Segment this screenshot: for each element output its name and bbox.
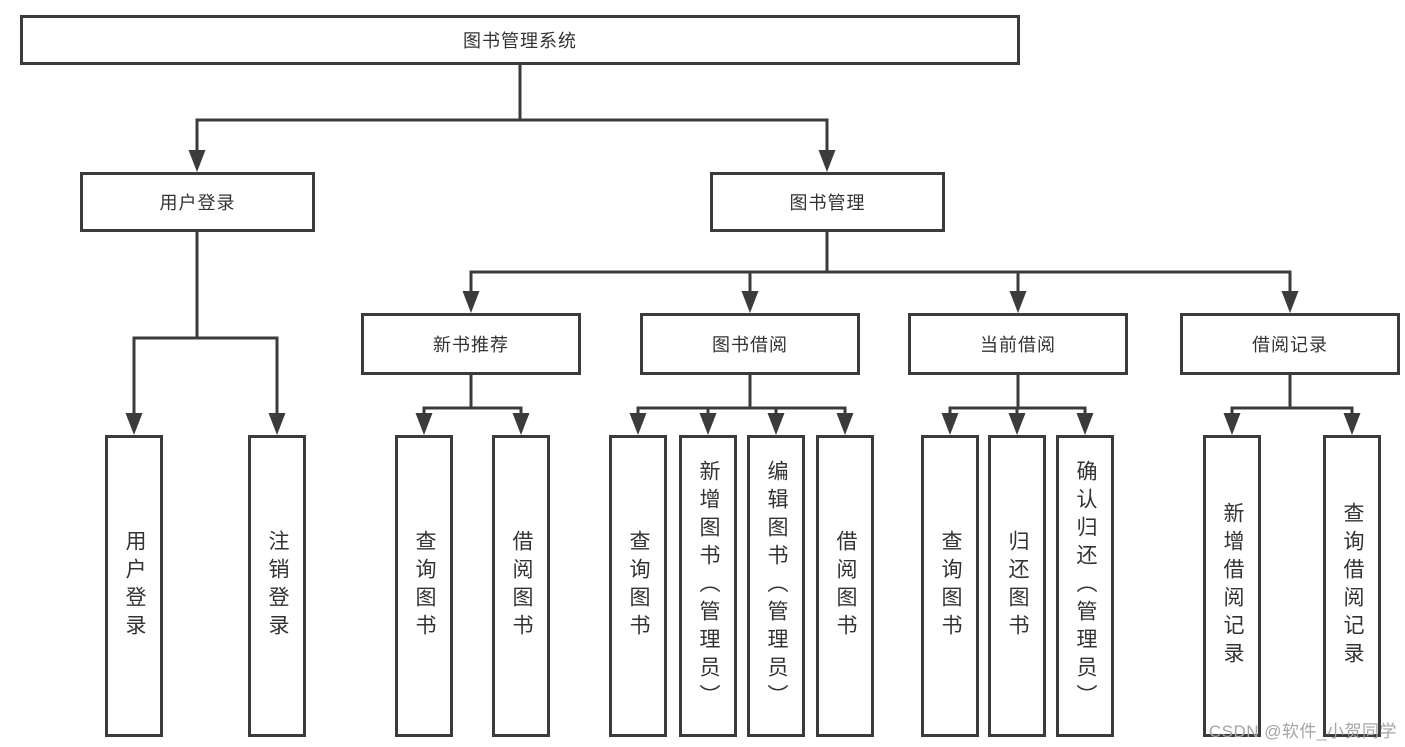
csdn-watermark: CSDN @软件_小贺同学 <box>1208 722 1397 741</box>
node-label: 图书借阅 <box>712 335 788 355</box>
leaf-label: 借阅图书 <box>834 530 857 642</box>
leaf-label: 查询借阅记录 <box>1341 502 1364 670</box>
leaf-user-login: 用户登录 <box>105 435 163 737</box>
node-library-management-system: 图书管理系统 <box>20 15 1020 65</box>
leaf-edit-books-admin: 编辑图书（管理员） <box>747 435 805 737</box>
leaf-borrow-books: 借阅图书 <box>816 435 874 737</box>
node-label: 图书管理 <box>789 193 866 213</box>
leaf-label: 确认归还（管理员） <box>1074 460 1097 712</box>
leaf-query-books-current: 查询图书 <box>921 435 979 737</box>
leaf-add-books-admin: 新增图书（管理员） <box>679 435 737 737</box>
leaf-label: 注销登录 <box>266 530 289 642</box>
leaf-return-books: 归还图书 <box>988 435 1046 737</box>
leaf-borrow-books-recommend: 借阅图书 <box>492 435 550 737</box>
node-label: 新书推荐 <box>433 335 509 355</box>
node-book-management: 图书管理 <box>710 172 945 232</box>
leaf-add-borrow-record: 新增借阅记录 <box>1203 435 1261 737</box>
leaf-label: 新增图书（管理员） <box>697 460 720 712</box>
node-book-borrowing: 图书借阅 <box>640 313 860 375</box>
leaf-label: 用户登录 <box>123 530 146 642</box>
node-label: 图书管理系统 <box>463 31 577 51</box>
node-current-borrowing: 当前借阅 <box>908 313 1128 375</box>
node-borrowing-records: 借阅记录 <box>1180 313 1400 375</box>
node-user-login: 用户登录 <box>80 172 315 232</box>
leaf-label: 新增借阅记录 <box>1221 502 1244 670</box>
leaf-label: 查询图书 <box>627 530 650 642</box>
leaf-label: 查询图书 <box>413 530 436 642</box>
leaf-label: 归还图书 <box>1006 530 1029 642</box>
node-new-book-recommendation: 新书推荐 <box>361 313 581 375</box>
leaf-query-books-recommend: 查询图书 <box>395 435 453 737</box>
leaf-query-borrow-record: 查询借阅记录 <box>1323 435 1381 737</box>
leaf-label: 查询图书 <box>939 530 962 642</box>
leaf-label: 借阅图书 <box>510 530 533 642</box>
leaf-confirm-return-admin: 确认归还（管理员） <box>1056 435 1114 737</box>
leaf-query-books-borrow: 查询图书 <box>609 435 667 737</box>
leaf-label: 编辑图书（管理员） <box>765 460 788 712</box>
node-label: 用户登录 <box>159 193 236 213</box>
node-label: 当前借阅 <box>980 335 1056 355</box>
leaf-logout: 注销登录 <box>248 435 306 737</box>
node-label: 借阅记录 <box>1252 335 1328 355</box>
